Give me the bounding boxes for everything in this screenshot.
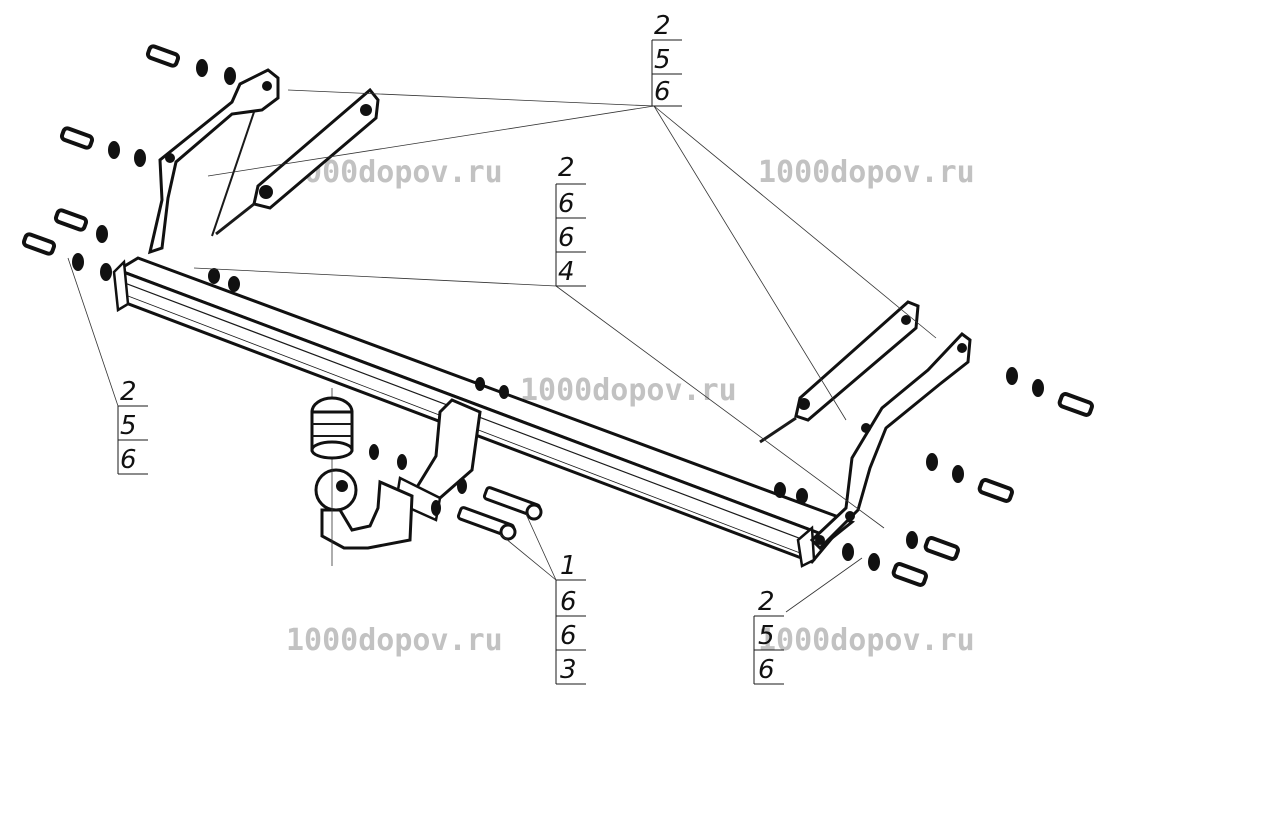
watermark-4: 1000dopov.ru — [286, 623, 503, 658]
watermark-3: 1000dopov.ru — [520, 373, 737, 408]
tow-ball-mount — [314, 388, 482, 566]
bolt-9 — [482, 486, 543, 521]
callout-right-bottom: 2 5 6 — [753, 587, 784, 685]
right-bracket — [809, 331, 972, 551]
callout-right-value-1: 2 — [758, 587, 775, 617]
callout-top-value-1: 2 — [654, 11, 671, 41]
bolt-4 — [21, 232, 57, 256]
callout-right-value-3: 6 — [758, 655, 775, 685]
callout-center-value-4: 3 — [560, 655, 577, 685]
callout-left-value-2: 5 — [120, 411, 137, 441]
tow-ball-cap — [310, 396, 354, 460]
callout-top-value-3: 6 — [654, 77, 671, 107]
leader-lines — [67, 89, 937, 613]
callout-middle-value-4: 4 — [558, 257, 575, 287]
callout-center-value-1: 1 — [560, 551, 577, 581]
callout-middle-value-2: 6 — [558, 189, 575, 219]
callout-left: 2 5 6 — [117, 377, 148, 475]
watermarks: 1000dopov.ru 1000dopov.ru 1000dopov.ru 1… — [286, 155, 975, 658]
watermark-2: 1000dopov.ru — [758, 155, 975, 190]
callout-center-value-2: 6 — [560, 587, 577, 617]
bolt-2 — [59, 126, 95, 150]
callout-middle: 2 6 6 4 — [555, 153, 586, 287]
bolts-left — [21, 44, 240, 292]
callout-left-value-1: 2 — [120, 377, 137, 407]
callout-left-value-3: 6 — [120, 445, 137, 475]
callout-middle-value-3: 6 — [558, 223, 575, 253]
callout-center-bottom: 1 6 6 3 — [555, 551, 586, 685]
bolts-right — [774, 367, 1094, 587]
left-inner-plate — [215, 87, 380, 236]
bolt-3 — [53, 208, 89, 232]
bolt-5 — [1057, 392, 1094, 417]
callout-top-value-2: 5 — [654, 45, 671, 75]
bolt-10 — [456, 506, 517, 541]
bolt-8 — [891, 562, 928, 587]
callout-top: 2 5 6 — [651, 11, 682, 107]
bolt-1 — [145, 44, 181, 68]
left-bracket — [147, 68, 280, 255]
right-inner-plate — [759, 300, 920, 444]
watermark-5: 1000dopov.ru — [758, 623, 975, 658]
bolt-6 — [977, 478, 1014, 503]
callout-right-value-2: 5 — [758, 621, 775, 651]
callout-center-value-3: 6 — [560, 621, 577, 651]
callout-middle-value-1: 2 — [558, 153, 575, 183]
bolt-7 — [923, 536, 960, 561]
bolts-center — [369, 377, 543, 541]
